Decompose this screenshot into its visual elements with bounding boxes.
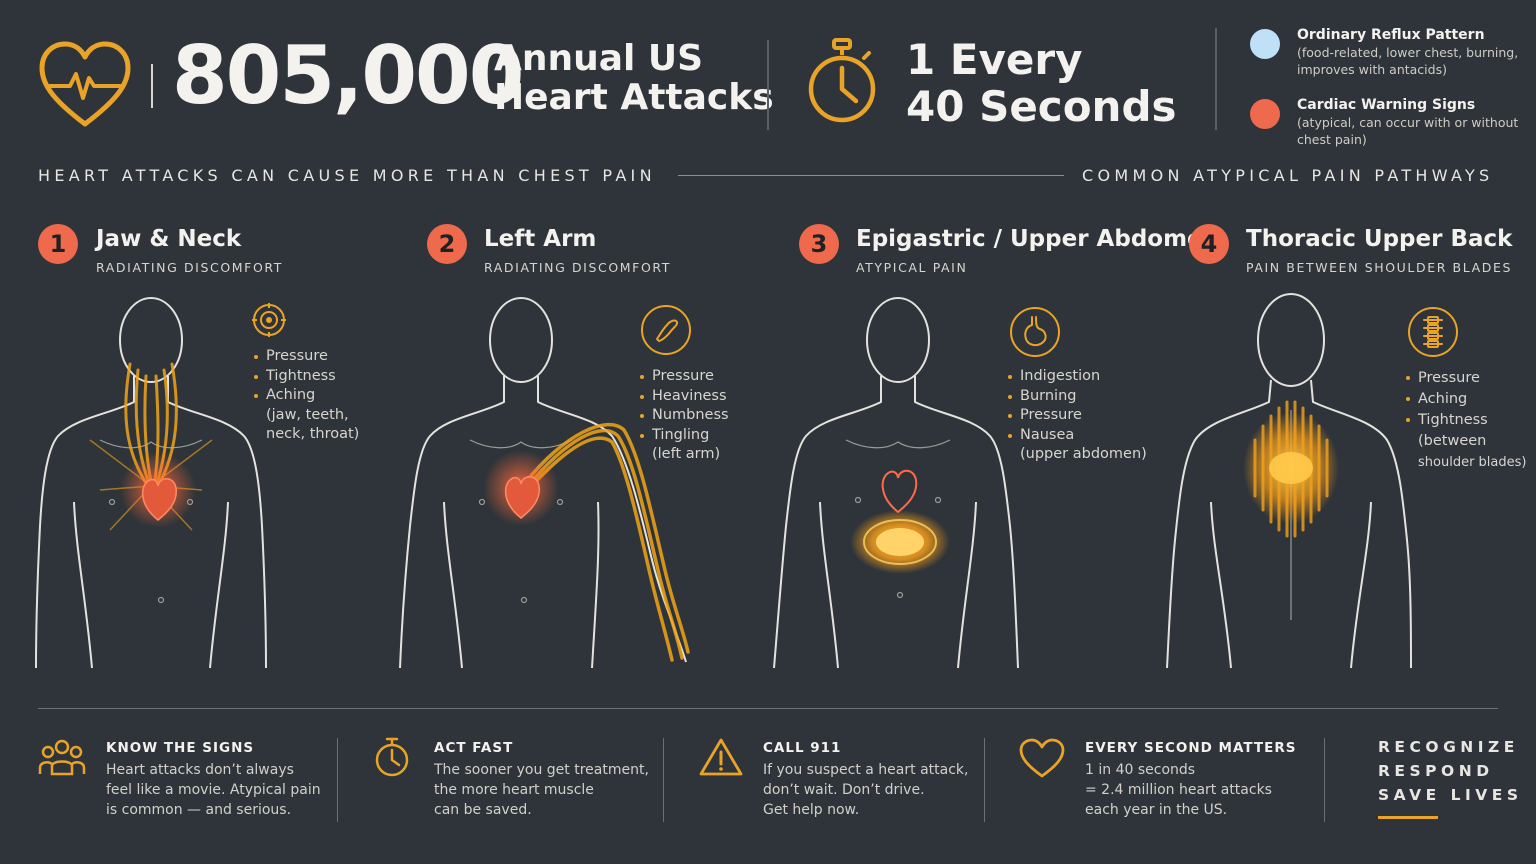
panel-subtitle: RADIATING DISCOMFORT bbox=[484, 260, 671, 275]
legend-dot-cardiac bbox=[1250, 99, 1280, 129]
header-accent-bar bbox=[151, 64, 153, 108]
panel-title-jaw-neck: Jaw & Neck bbox=[96, 226, 242, 252]
tagline-underline bbox=[1378, 816, 1438, 819]
stat-label: Annual US Heart Attacks bbox=[494, 38, 774, 118]
heart-outline-icon bbox=[1019, 738, 1065, 778]
section-caption-left: HEART ATTACKS CAN CAUSE MORE THAN CHEST … bbox=[38, 166, 656, 185]
footer-body-know-signs: Heart attacks don’t always feel like a m… bbox=[106, 762, 321, 818]
step-badge-3: 3 bbox=[799, 224, 839, 264]
footer-divider bbox=[1324, 738, 1325, 822]
panel-title-upper-back: Thoracic Upper Back bbox=[1246, 226, 1513, 252]
heart-pulse-icon bbox=[39, 41, 131, 127]
target-icon bbox=[252, 303, 286, 337]
tagline: RECOGNIZE RESPOND SAVE LIVES bbox=[1378, 738, 1523, 804]
panel-title-epigastric: Epigastric / Upper Abdomen bbox=[856, 226, 1220, 252]
footer-title-call-911: CALL 911 bbox=[763, 740, 842, 756]
body-figure-front-2 bbox=[399, 297, 690, 669]
footer-divider bbox=[984, 738, 985, 822]
stopwatch-icon bbox=[808, 38, 876, 123]
warning-icon bbox=[699, 738, 743, 776]
symptom-list-left-arm: Pressure Heaviness Numbness Tingling (le… bbox=[640, 367, 729, 465]
step-badge-1: 1 bbox=[38, 224, 78, 264]
legend: Ordinary Reflux Pattern (food-related, l… bbox=[1250, 27, 1530, 157]
people-icon bbox=[38, 739, 86, 776]
arm-icon bbox=[641, 305, 691, 355]
footer-body-act-fast: The sooner you get treatment, the more h… bbox=[434, 762, 649, 818]
panel-subtitle: RADIATING DISCOMFORT bbox=[96, 260, 283, 275]
footer-body-call-911: If you suspect a heart attack, don’t wai… bbox=[763, 762, 969, 818]
section-rule bbox=[678, 175, 1064, 176]
footer-title-every-second: EVERY SECOND MATTERS bbox=[1085, 740, 1297, 756]
stomach-icon bbox=[1010, 307, 1060, 357]
footer-rule bbox=[38, 708, 1498, 709]
symptom-list-upper-back: Pressure Aching Tightness (between shoul… bbox=[1406, 368, 1526, 473]
step-badge-4: 4 bbox=[1189, 224, 1229, 264]
footer-body-every-second: 1 in 40 seconds = 2.4 million heart atta… bbox=[1085, 762, 1272, 818]
legend-divider bbox=[1215, 28, 1217, 130]
panel-subtitle: PAIN BETWEEN SHOULDER BLADES bbox=[1246, 260, 1512, 275]
footer-title-act-fast: ACT FAST bbox=[434, 740, 514, 756]
legend-dot-reflux bbox=[1250, 29, 1280, 59]
header-divider bbox=[767, 40, 769, 130]
body-figure-back-4 bbox=[1166, 293, 1412, 669]
section-caption-right: COMMON ATYPICAL PAIN PATHWAYS bbox=[1082, 166, 1494, 185]
panel-title-left-arm: Left Arm bbox=[484, 226, 597, 252]
footer-divider bbox=[337, 738, 338, 822]
panel-subtitle: ATYPICAL PAIN bbox=[856, 260, 968, 275]
heart-attack-rate: 1 Every 40 Seconds bbox=[906, 35, 1177, 132]
legend-item-reflux: Ordinary Reflux Pattern (food-related, l… bbox=[1250, 27, 1530, 93]
body-figure-front-3 bbox=[773, 297, 1019, 669]
body-figure-front-1 bbox=[35, 297, 267, 669]
footer-divider bbox=[663, 738, 664, 822]
symptom-list-epigastric: Indigestion Burning Pressure Nausea (upp… bbox=[1008, 367, 1147, 465]
legend-item-cardiac: Cardiac Warning Signs (atypical, can occ… bbox=[1250, 97, 1530, 157]
step-badge-2: 2 bbox=[427, 224, 467, 264]
spine-icon bbox=[1408, 307, 1458, 357]
annual-heart-attacks-stat: 805,000 bbox=[172, 29, 524, 122]
footer-title-know-signs: KNOW THE SIGNS bbox=[106, 740, 255, 756]
symptom-list-jaw-neck: Pressure Tightness Aching (jaw, teeth, n… bbox=[254, 347, 359, 445]
stopwatch-icon bbox=[375, 737, 409, 777]
